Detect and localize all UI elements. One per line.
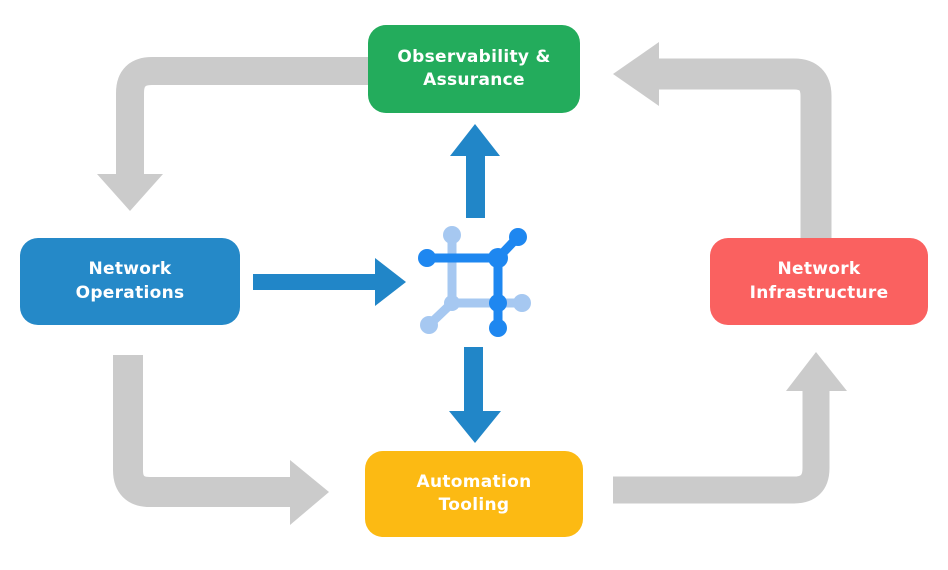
node-label-line: Tooling [438,495,510,515]
arrow-observability-to-operations [97,57,368,211]
node-network-infrastructure: Network Infrastructure [710,238,928,325]
node-label-line: Automation [416,471,532,492]
node-network-operations: Network Operations [20,238,240,325]
node-label-line: Infrastructure [749,282,889,303]
arrow-automation-to-infrastructure [613,352,847,504]
node-label-line: Observability & [397,46,551,67]
node-observability-assurance: Observability & Assurance [368,25,580,113]
node-label-line: Operations [75,282,185,303]
node-label-line: Assurance [423,70,525,90]
network-mesh-icon [418,226,531,337]
arrow-center-to-observability [450,124,500,218]
node-label-line: Network [88,259,172,280]
arrow-center-to-automation [449,347,501,443]
node-automation-tooling: Automation Tooling [365,451,583,537]
arrow-operations-to-automation [113,355,329,525]
arrow-operations-to-center [253,258,406,306]
arrow-infrastructure-to-observability [613,42,832,240]
node-label-line: Network [777,259,861,280]
